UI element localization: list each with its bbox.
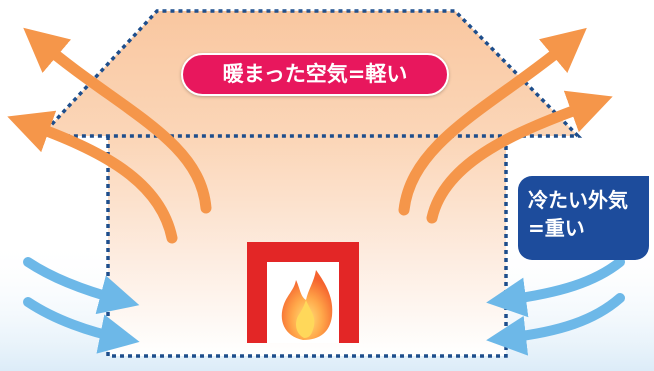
cold-air-label-line2: =重い: [528, 216, 585, 240]
cold-air-label-line1: 冷たい外気: [528, 188, 628, 212]
cold-air-arrow-icon: [486, 293, 625, 356]
warm-air-arrows: [7, 27, 613, 244]
cold-air-label: 冷たい外気 =重い: [518, 176, 649, 260]
cold-air-arrow-icon: [23, 257, 140, 315]
warm-air-arrow-icon: [398, 27, 587, 216]
flame-icon: [281, 270, 333, 340]
warm-air-arrow-icon: [7, 110, 178, 244]
cold-air-arrow-icon: [23, 297, 140, 354]
warm-air-label: 暖まった空気=軽い: [181, 53, 449, 96]
warm-air-arrow-icon: [23, 27, 212, 214]
warm-air-arrow-icon: [426, 90, 613, 224]
cold-air-arrows: [23, 257, 625, 356]
house-outline: [39, 9, 583, 358]
cold-air-arrow-icon: [486, 257, 625, 318]
fireplace-icon: [247, 242, 359, 343]
